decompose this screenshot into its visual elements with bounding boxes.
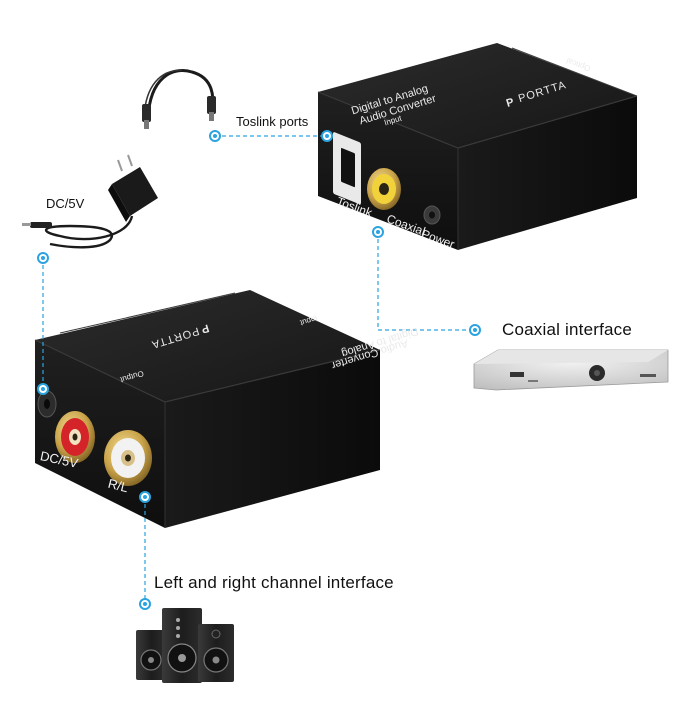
left-right-channel-label: Left and right channel interface: [154, 573, 394, 592]
toslink-port: [333, 132, 361, 205]
dc-jack: [37, 390, 57, 418]
brand-mark-icon: P: [504, 96, 516, 110]
dc-adapter-image: [22, 154, 158, 249]
converter-top-device: [317, 43, 638, 250]
power-jack: [423, 205, 441, 225]
callout-lines: [42, 135, 475, 604]
converter-bottom-side: [165, 350, 380, 528]
converter-top-seam: [511, 47, 638, 97]
coaxial-interface-label: Coaxial interface: [502, 320, 633, 339]
toslink-cable-image: [142, 69, 216, 129]
receiver-image: [473, 349, 669, 391]
rca-red-jack: [55, 411, 95, 463]
speakers-image: [136, 608, 234, 683]
callout-dots: [37, 130, 481, 610]
converter-top-side: [458, 96, 637, 250]
coaxial-rca-jack: [367, 168, 401, 210]
toslink-ports-label: Toslink ports: [236, 114, 309, 129]
converter-top-lid: [318, 43, 637, 148]
rca-white-jack: [104, 430, 152, 486]
converter-bottom-seam: [59, 292, 236, 334]
callout-line-coaxial: [377, 232, 475, 331]
dc-5v-callout-label: DC/5V: [46, 196, 85, 211]
converter-bottom-lid: [35, 290, 380, 402]
converter-bottom-device: [34, 290, 381, 528]
